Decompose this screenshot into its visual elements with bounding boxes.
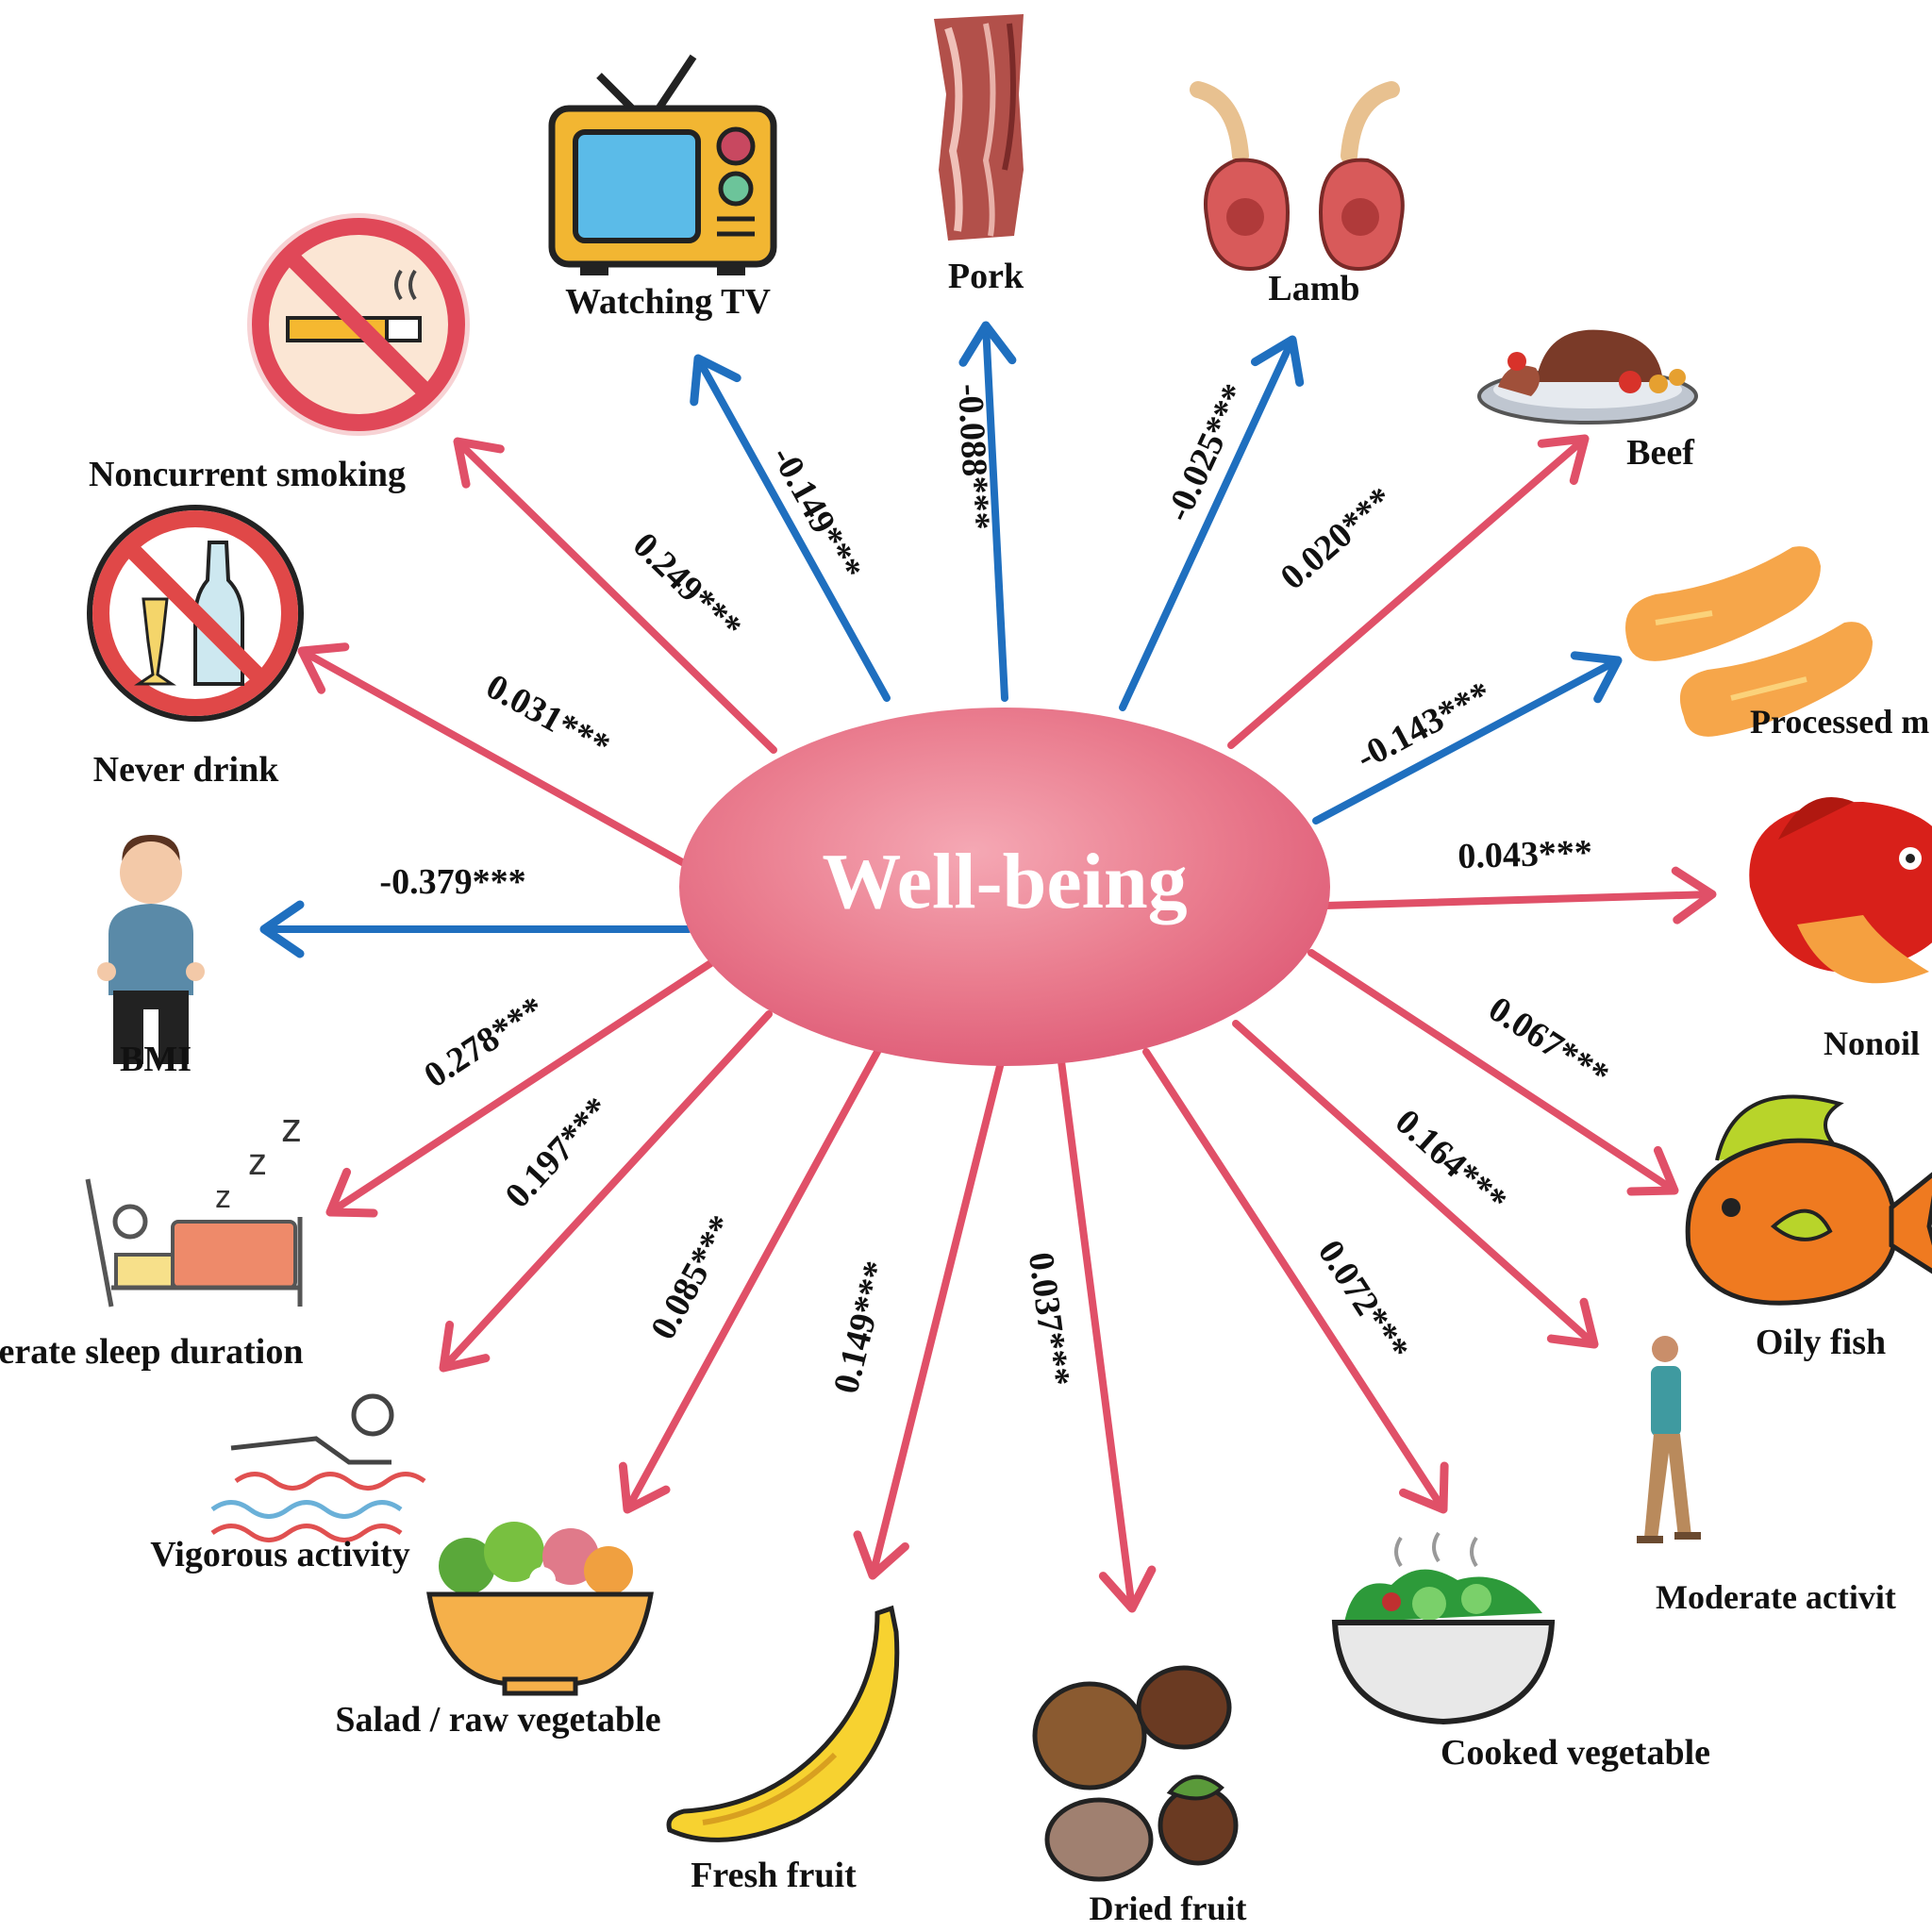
arrowhead-moderate-activity: [1546, 1297, 1599, 1349]
red-fish-icon: [1749, 797, 1932, 984]
banana-icon: [666, 1605, 900, 1842]
label-never-drink: Never drink: [93, 750, 280, 790]
arrowhead-cooked-vegetable: [1398, 1461, 1449, 1514]
arrow-noncurrent-smoking: [456, 440, 777, 754]
label-beef: Beef: [1626, 433, 1695, 473]
overweight-person-icon: [97, 835, 205, 1064]
arrow-nonoily-fish: [1322, 891, 1713, 909]
nuts-icon: [1032, 1665, 1239, 1882]
no-alcohol-icon: [87, 505, 304, 722]
arrow-oily-fish: [1307, 949, 1675, 1192]
arrowhead-processed-meat: [1570, 651, 1623, 704]
arrowhead-pork: [958, 321, 1017, 367]
label-bmi: BMI: [120, 1040, 192, 1079]
arrowhead-noncurrent-smoking: [453, 437, 505, 489]
center-label: Well-being: [822, 838, 1187, 925]
arrowhead-vigorous-activity: [439, 1320, 491, 1373]
arrowhead-bmi: [259, 900, 305, 958]
coefficient-dried-fruit: 0.037***: [1021, 1250, 1077, 1389]
coefficient-nonoily-fish: 0.043***: [1457, 833, 1593, 876]
lamb-chops-icon: [1190, 81, 1405, 272]
pork-icon: [934, 14, 1024, 241]
cooked-vegetable-bowl-icon: [1331, 1531, 1556, 1725]
arrow-sleep-duration: [329, 958, 716, 1214]
arrowhead-oily-fish: [1626, 1145, 1679, 1196]
svg-text:z: z: [215, 1179, 231, 1215]
tv-icon: [548, 54, 777, 275]
coefficient-moderate-activity: 0.164***: [1388, 1102, 1514, 1221]
arrow-beef: [1227, 437, 1586, 749]
label-cooked-vegetable: Cooked vegetable: [1441, 1733, 1710, 1773]
arrowhead-sleep-duration: [325, 1167, 378, 1218]
arrow-dried-fruit: [1058, 1058, 1136, 1609]
label-dried-fruit: Dried fruit: [1090, 1890, 1247, 1927]
arrowhead-never-drink: [297, 642, 350, 694]
sausage-icon: [1625, 546, 1873, 737]
arrow-watching-tv: [695, 358, 891, 702]
label-pork: Pork: [948, 257, 1024, 296]
arrow-fresh-fruit: [869, 1062, 1004, 1576]
label-noncurrent-smoking: Noncurrent smoking: [89, 455, 406, 494]
arrows-layer: [259, 321, 1717, 1613]
arrow-moderate-activity: [1232, 1020, 1596, 1346]
label-vigorous-activity: Vigorous activity: [150, 1535, 409, 1574]
coefficient-pork: -0.088***: [950, 383, 997, 531]
label-nonoily-fish: Nonoil: [1824, 1024, 1920, 1062]
coefficient-noncurrent-smoking: 0.249***: [625, 525, 749, 648]
arrow-never-drink: [301, 648, 688, 867]
arrow-cooked-vegetable: [1142, 1048, 1445, 1510]
coefficient-cooked-vegetable: 0.072***: [1310, 1233, 1417, 1367]
arrow-salad: [625, 1048, 881, 1510]
beef-plate-icon: [1477, 329, 1698, 425]
arrowhead-salad: [618, 1461, 671, 1514]
coefficient-fresh-fruit: 0.149***: [826, 1257, 897, 1397]
arrow-processed-meat: [1312, 658, 1619, 824]
arrowhead-fresh-fruit: [853, 1530, 909, 1580]
label-sleep-duration: erate sleep duration: [0, 1332, 303, 1372]
center-ellipse: [679, 708, 1330, 1066]
no-smoking-icon: [247, 213, 470, 436]
svg-text:z: z: [281, 1105, 302, 1151]
swimmer-icon: [210, 1393, 426, 1542]
arrow-vigorous-activity: [441, 1010, 773, 1370]
arrowhead-watching-tv: [690, 354, 741, 407]
arrow-pork: [982, 325, 1008, 702]
arrowhead-lamb: [1250, 335, 1305, 387]
label-salad: Salad / raw vegetable: [335, 1700, 660, 1740]
arrowhead-dried-fruit: [1098, 1565, 1157, 1613]
label-moderate-activity: Moderate activit: [1656, 1578, 1896, 1616]
arrow-lamb: [1119, 339, 1295, 711]
label-lamb: Lamb: [1268, 269, 1359, 308]
arrowhead-beef: [1537, 434, 1590, 486]
coefficient-never-drink: 0.031***: [479, 667, 616, 767]
arrowhead-nonoily-fish: [1671, 866, 1717, 924]
center-node: Well-being: [679, 708, 1330, 1066]
coefficient-bmi: -0.379***: [379, 862, 525, 902]
walking-man-icon: [1637, 1336, 1701, 1543]
label-watching-tv: Watching TV: [565, 282, 771, 322]
label-processed-meat: Processed m: [1750, 703, 1929, 741]
coefficient-beef: 0.020***: [1274, 479, 1401, 597]
svg-text:z: z: [248, 1141, 267, 1183]
label-fresh-fruit: Fresh fruit: [691, 1856, 857, 1895]
sleeping-bed-icon: z z z: [85, 1105, 303, 1307]
salad-bowl-icon: [426, 1522, 654, 1696]
orange-fish-icon: [1685, 1094, 1932, 1306]
label-oily-fish: Oily fish: [1756, 1323, 1886, 1362]
